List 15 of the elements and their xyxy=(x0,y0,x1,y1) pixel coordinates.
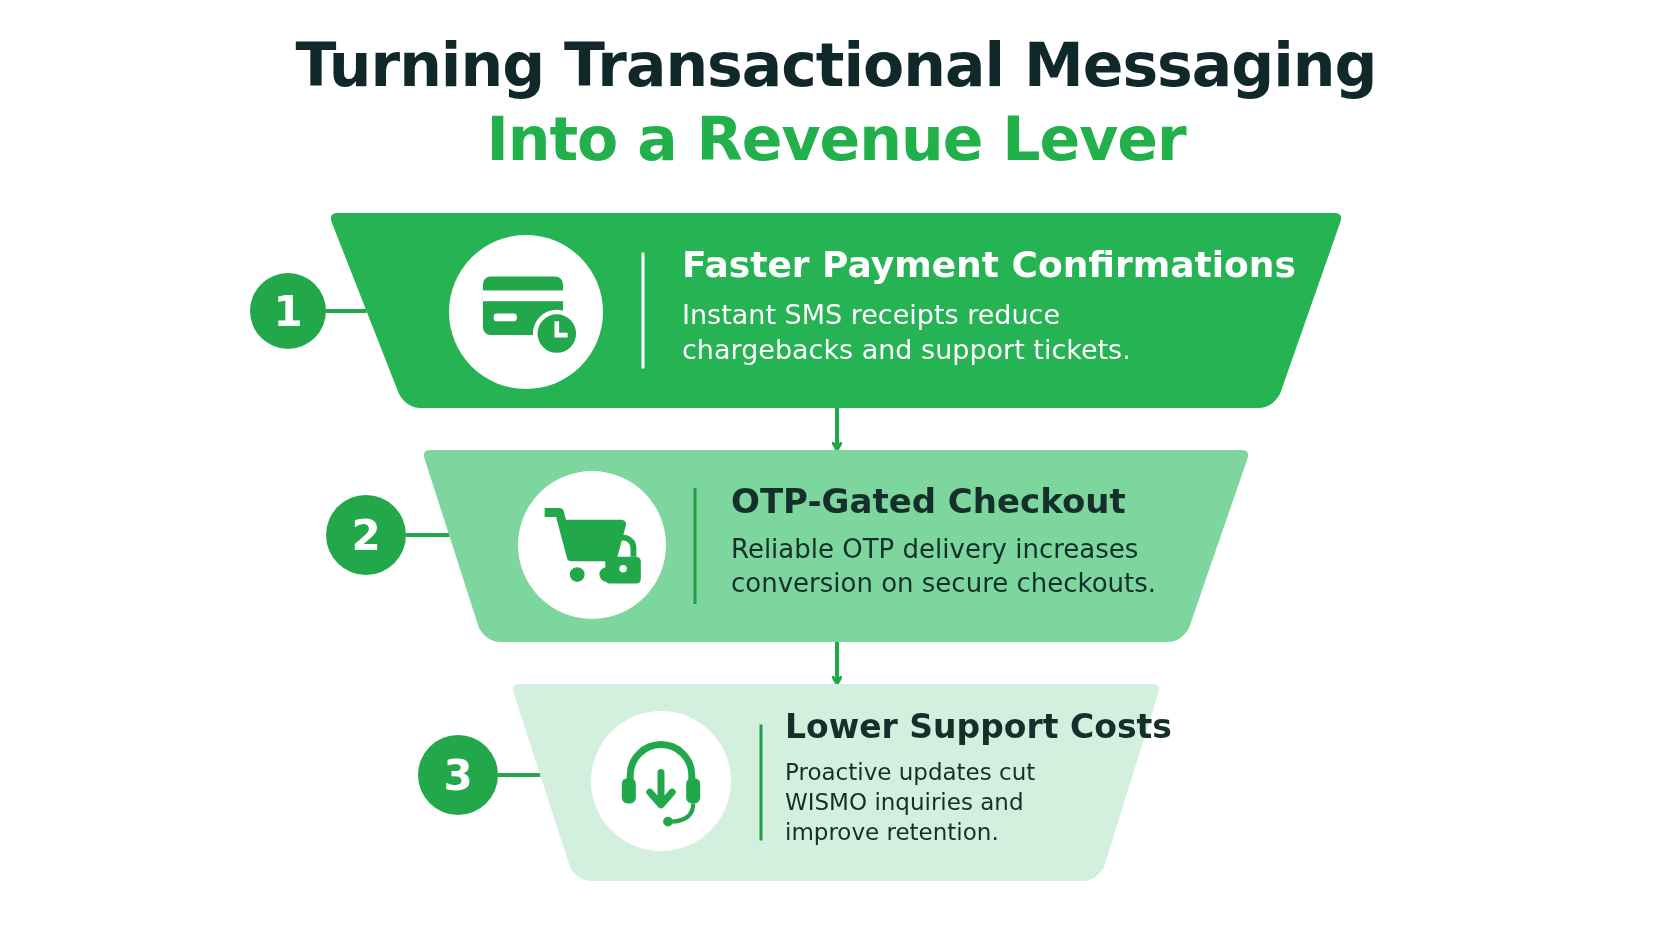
step-number: 1 xyxy=(250,273,326,349)
arrow xyxy=(831,408,843,452)
step-number: 3 xyxy=(418,735,498,815)
step-description: Proactive updates cut WISMO inquiries and improve retention. xyxy=(785,758,1037,847)
connector-line xyxy=(498,773,541,777)
connector-line xyxy=(326,309,367,313)
title: Turning Transactional Messaging Into a Revenue Lever xyxy=(294,29,1378,176)
connector-line xyxy=(406,533,450,537)
step-description: Instant SMS receipts reduce chargebacks and support tickets. xyxy=(682,297,1132,367)
step-description: Reliable OTP delivery increases conversion on secure checkouts. xyxy=(731,533,1158,600)
step-heading: Faster Payment Confirmations xyxy=(682,243,1296,285)
step-number: 2 xyxy=(326,495,406,575)
step-heading: OTP-Gated Checkout xyxy=(731,481,1127,522)
arrow xyxy=(831,642,843,686)
step-heading: Lower Support Costs xyxy=(785,707,1172,747)
